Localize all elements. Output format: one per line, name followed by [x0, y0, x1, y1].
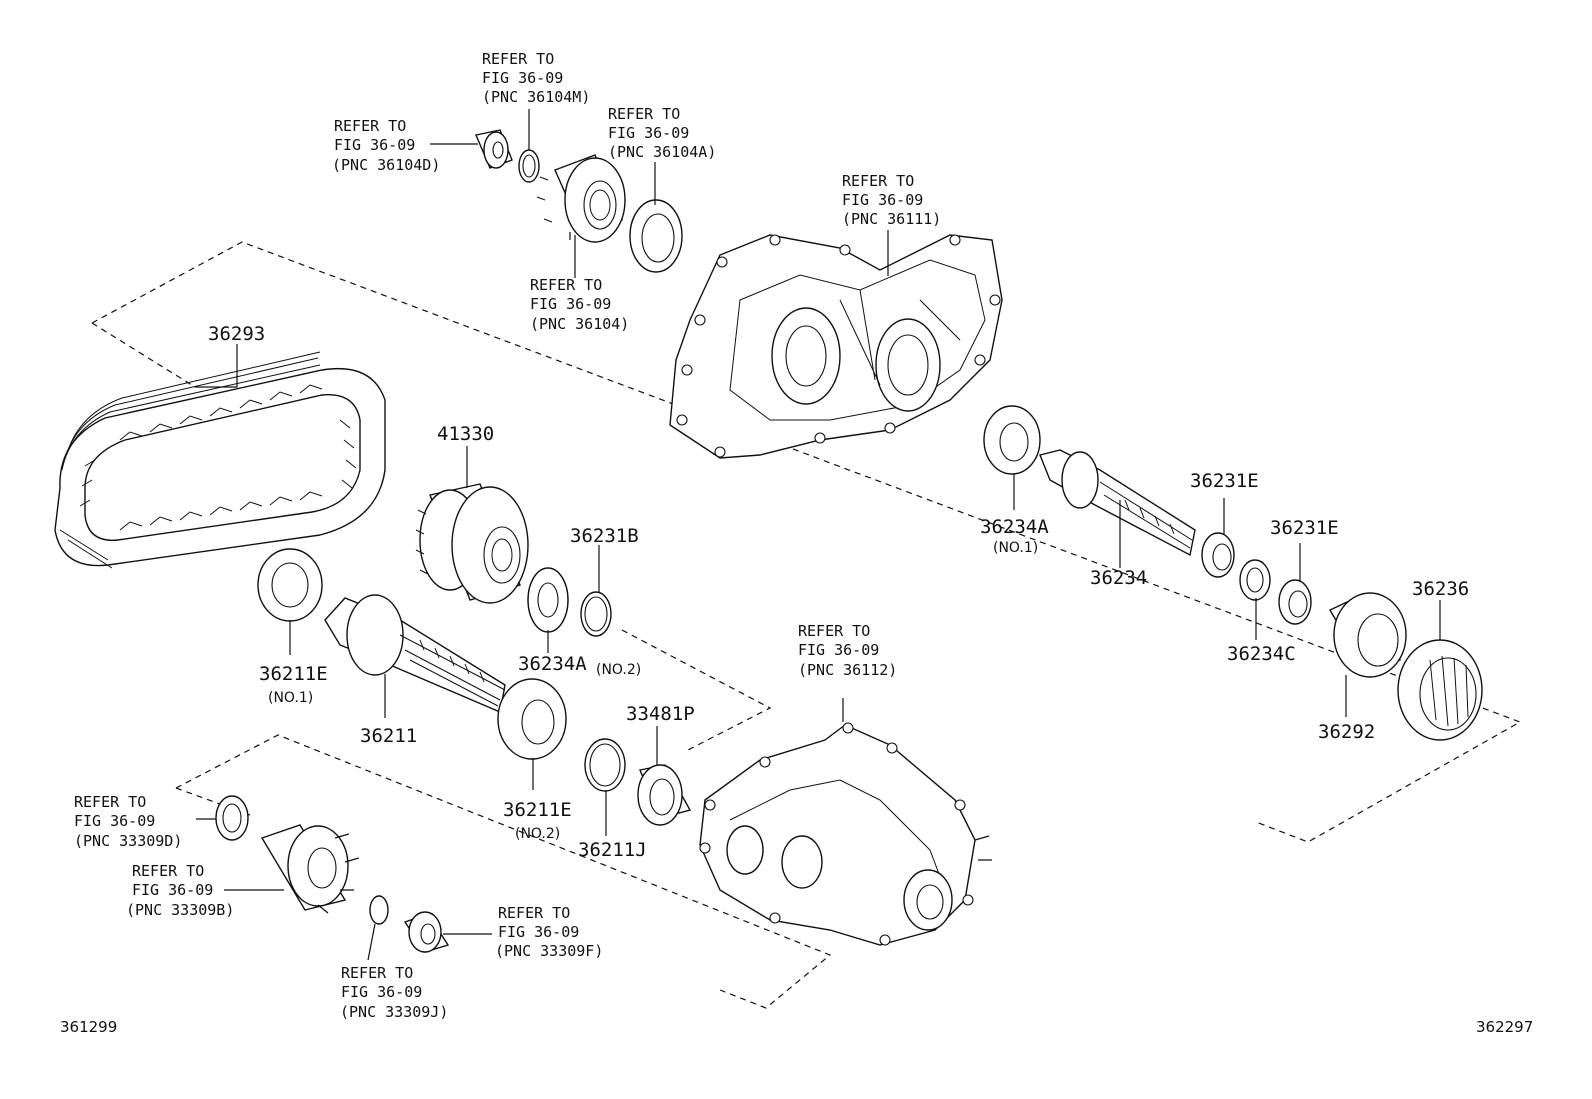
label-36234A-no2-sub: (NO.2) [596, 662, 641, 678]
label-36234A-no1-sub: (NO.1) [993, 540, 1038, 556]
label-36211E-no1: 36211E [259, 663, 328, 685]
sleeve-33481P[interactable] [637, 764, 692, 826]
svg-text:REFER TO: REFER TO [608, 105, 680, 123]
label-33481P: 33481P [626, 703, 695, 725]
ref-33309F: REFER TO FIG 36-09 (PNC 33309F) [495, 904, 603, 960]
svg-text:(PNC 33309J): (PNC 33309J) [340, 1003, 448, 1021]
oil-seal-36104A[interactable] [629, 199, 683, 273]
label-36231E-2: 36231E [1270, 517, 1339, 539]
figure-code-right: 362297 [1476, 1018, 1533, 1036]
svg-text:REFER TO: REFER TO [341, 964, 413, 982]
svg-text:(PNC 36104D): (PNC 36104D) [332, 156, 440, 174]
transfer-case-rear-housing[interactable] [699, 722, 992, 946]
label-36211: 36211 [360, 725, 417, 747]
svg-text:REFER TO: REFER TO [74, 793, 146, 811]
washer-36234C[interactable] [1239, 559, 1271, 601]
ref-36111: REFER TO FIG 36-09 (PNC 36111) [842, 172, 941, 228]
needle-bearing-36231E-1[interactable] [1201, 532, 1235, 578]
dashed-boundaries [91, 241, 1522, 1009]
svg-text:FIG 36-09: FIG 36-09 [498, 923, 579, 941]
o-ring-33309J[interactable] [369, 895, 389, 925]
ref-36104: REFER TO FIG 36-09 (PNC 36104) [530, 276, 629, 333]
cap-nut-36104D[interactable] [475, 129, 513, 169]
bearing-36211E-no2[interactable] [497, 678, 567, 760]
transfer-case-front-housing[interactable] [669, 234, 1003, 459]
ref-36112: REFER TO FIG 36-09 (PNC 36112) [798, 622, 897, 679]
flange-33309B[interactable] [260, 824, 360, 914]
label-36211E-no2: 36211E [503, 799, 572, 821]
label-36234C: 36234C [1227, 643, 1296, 665]
label-36231B: 36231B [570, 525, 639, 547]
part-labels: 36293 41330 36231B 36234A (NO.1) 36234 3… [208, 323, 1469, 861]
shift-sleeve-36236[interactable] [1397, 639, 1483, 741]
seal-33309D[interactable] [215, 795, 249, 841]
label-36231E-1: 36231E [1190, 470, 1259, 492]
label-36211E-no2-sub: (NO.2) [515, 826, 560, 842]
ref-33309B: REFER TO FIG 36-09 (PNC 33309B) [126, 862, 234, 919]
svg-text:(PNC 36104A): (PNC 36104A) [608, 143, 716, 161]
label-36234A-no1: 36234A [980, 516, 1049, 538]
svg-text:(PNC 33309D): (PNC 33309D) [74, 832, 182, 850]
label-36211J: 36211J [578, 839, 647, 861]
ref-33309J: REFER TO FIG 36-09 (PNC 33309J) [340, 964, 448, 1021]
svg-text:FIG 36-09: FIG 36-09 [842, 191, 923, 209]
needle-bearing-36231E-2[interactable] [1278, 579, 1312, 625]
svg-text:REFER TO: REFER TO [798, 622, 870, 640]
o-ring-36104M[interactable] [518, 149, 540, 183]
svg-text:REFER TO: REFER TO [482, 50, 554, 68]
svg-text:REFER TO: REFER TO [132, 862, 204, 880]
svg-text:REFER TO: REFER TO [842, 172, 914, 190]
svg-text:FIG 36-09: FIG 36-09 [482, 69, 563, 87]
bearing-36234A-no2[interactable] [527, 567, 569, 633]
svg-text:FIG 36-09: FIG 36-09 [74, 812, 155, 830]
ring-36211J[interactable] [584, 738, 626, 792]
drive-sprocket-41330[interactable] [415, 483, 529, 604]
svg-text:REFER TO: REFER TO [530, 276, 602, 294]
label-36236: 36236 [1412, 578, 1469, 600]
ref-36104D: REFER TO FIG 36-09 (PNC 36104D) [332, 117, 440, 174]
label-36234: 36234 [1090, 567, 1147, 589]
ref-36104M: REFER TO FIG 36-09 (PNC 36104M) [482, 50, 590, 106]
cap-nut-33309F[interactable] [403, 911, 450, 953]
ref-33309D: REFER TO FIG 36-09 (PNC 33309D) [74, 793, 182, 850]
label-36293: 36293 [208, 323, 265, 345]
figure-code-left: 361299 [60, 1018, 117, 1036]
svg-text:(PNC 36104M): (PNC 36104M) [482, 88, 590, 106]
label-36234A-no2: 36234A [518, 653, 587, 675]
svg-text:REFER TO: REFER TO [498, 904, 570, 922]
bearing-36211E-no1[interactable] [257, 548, 323, 622]
label-36211E-no1-sub: (NO.1) [268, 690, 313, 706]
svg-text:FIG 36-09: FIG 36-09 [132, 881, 213, 899]
svg-text:(PNC 36112): (PNC 36112) [798, 661, 897, 679]
svg-text:(PNC 36104): (PNC 36104) [530, 315, 629, 333]
svg-text:FIG 36-09: FIG 36-09 [341, 983, 422, 1001]
output-shaft-36234[interactable] [1039, 449, 1196, 557]
bearing-36234A-no1[interactable] [983, 405, 1041, 475]
svg-text:(PNC 33309F): (PNC 33309F) [495, 942, 603, 960]
chain-link-teeth [79, 384, 357, 531]
flange-36104[interactable] [536, 154, 626, 243]
label-36292: 36292 [1318, 721, 1375, 743]
svg-text:(PNC 33309B): (PNC 33309B) [126, 901, 234, 919]
svg-text:(PNC 36111): (PNC 36111) [842, 210, 941, 228]
svg-text:REFER TO: REFER TO [334, 117, 406, 135]
clutch-hub-36292[interactable] [1329, 592, 1407, 678]
svg-text:FIG 36-09: FIG 36-09 [530, 295, 611, 313]
drive-chain-belt[interactable] [54, 351, 386, 569]
leader-lines [195, 109, 1441, 961]
svg-text:FIG 36-09: FIG 36-09 [608, 124, 689, 142]
svg-text:FIG 36-09: FIG 36-09 [798, 641, 879, 659]
input-shaft-36211[interactable] [324, 594, 506, 713]
snap-ring-36231B[interactable] [580, 591, 612, 637]
ref-36104A: REFER TO FIG 36-09 (PNC 36104A) [608, 105, 716, 161]
svg-text:FIG 36-09: FIG 36-09 [334, 136, 415, 154]
label-41330: 41330 [437, 423, 494, 445]
